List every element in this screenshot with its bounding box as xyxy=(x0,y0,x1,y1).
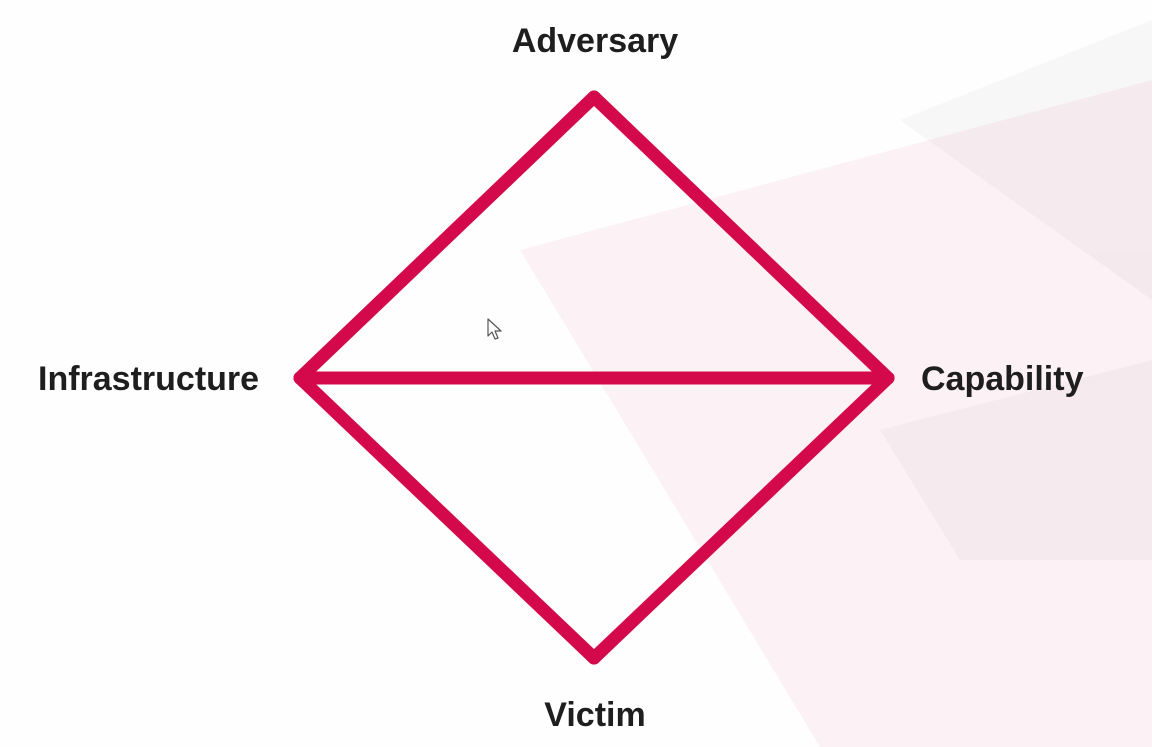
edge-victim-infrastructure xyxy=(293,371,601,665)
edge-capability-victim xyxy=(587,371,895,665)
edge-adversary-capability xyxy=(587,90,895,385)
node-label-victim: Victim xyxy=(544,696,646,734)
node-label-adversary: Adversary xyxy=(511,22,679,60)
node-label-infrastructure: Infrastructure xyxy=(38,360,260,398)
node-label-capability: Capability xyxy=(921,360,1084,398)
edge-infrastructure-adversary xyxy=(293,90,601,385)
mouse-cursor-icon xyxy=(487,318,502,340)
